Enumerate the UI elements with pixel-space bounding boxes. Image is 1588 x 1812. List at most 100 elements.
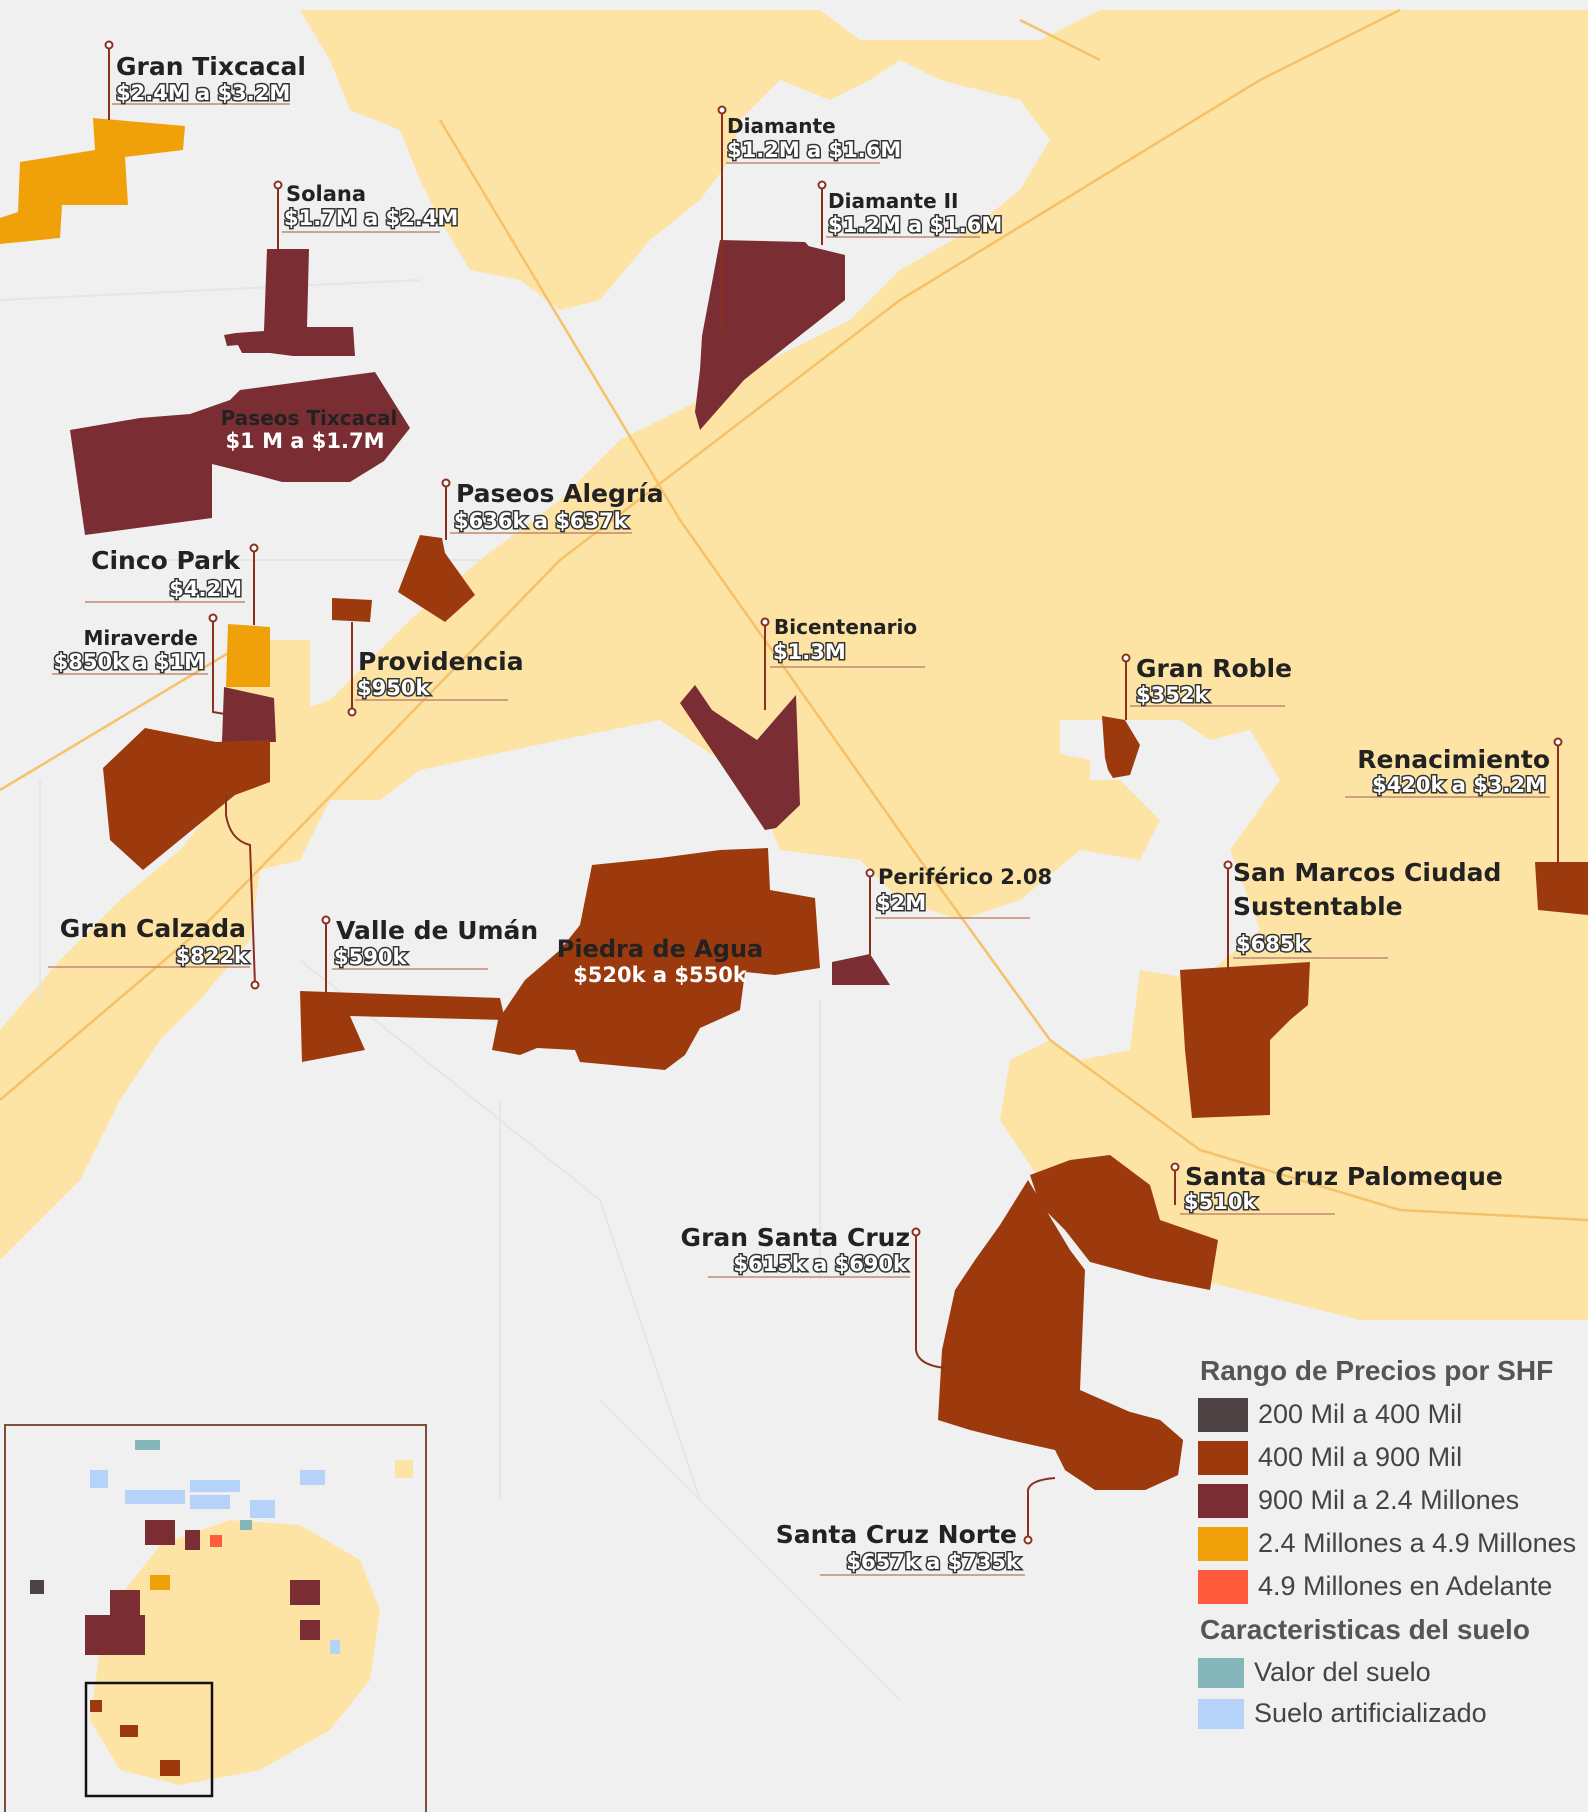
- polygon-santa-cruz-norte[interactable]: [1060, 1395, 1183, 1490]
- renacimiento-name: Renacimiento: [1357, 745, 1550, 774]
- polygon-miraverde[interactable]: [222, 687, 276, 742]
- polygon-valle-de-uman[interactable]: [300, 991, 505, 1062]
- inset-map[interactable]: [4, 1424, 427, 1812]
- label-gran-tixcacal: Gran Tixcacal $2.4M a $3.2M: [115, 52, 306, 107]
- label-cinco-park: Cinco Park $4.2M: [91, 546, 243, 603]
- gran-calzada-price: $822k: [176, 944, 249, 968]
- san-marcos-name: San Marcos Ciudad: [1233, 858, 1501, 887]
- paseos-alegria-name: Paseos Alegría: [456, 479, 664, 508]
- polygon-renacimiento[interactable]: [1535, 862, 1588, 915]
- legend-swatch: [1198, 1657, 1244, 1688]
- bicentenario-name: Bicentenario: [774, 615, 917, 639]
- label-providencia: Providencia $950k: [356, 647, 524, 702]
- paseos-tixcacal-price: $1 M a $1.7M: [226, 429, 385, 453]
- polygon-santa-cruz-palomeque[interactable]: [1030, 1155, 1218, 1290]
- gran-calzada-name: Gran Calzada: [60, 914, 246, 943]
- leader-lines: [104, 40, 1563, 1545]
- legend-title: Rango de Precios por SHF: [1200, 1355, 1554, 1386]
- gran-roble-price: $352k: [1136, 683, 1209, 707]
- diamante-ii-price: $1.2M a $1.6M: [828, 213, 1002, 237]
- san-marcos-price: $685k: [1236, 932, 1309, 956]
- santa-cruz-palomeque-price: $510k: [1184, 1190, 1257, 1214]
- legend-swatch: [1198, 1483, 1248, 1518]
- legend-label: Suelo artificializado: [1254, 1698, 1487, 1728]
- legend-item: 900 Mil a 2.4 Millones: [1198, 1479, 1578, 1522]
- legend-item: 400 Mil a 900 Mil: [1198, 1436, 1578, 1479]
- major-roads: [0, 8, 1588, 1222]
- legend-swatch: [1198, 1526, 1248, 1561]
- polygon-providencia[interactable]: [332, 598, 372, 622]
- santa-cruz-norte-price: $657k a $735k: [846, 1550, 1021, 1574]
- gran-tixcacal-price: $2.4M a $3.2M: [116, 81, 290, 105]
- polygon-paseos-tixcacal[interactable]: [70, 372, 410, 535]
- cinco-park-price: $4.2M: [169, 577, 242, 601]
- diamante-ii-name: Diamante II: [828, 189, 959, 213]
- solana-name: Solana: [286, 182, 366, 206]
- label-santa-cruz-norte: Santa Cruz Norte $657k a $735k: [776, 1520, 1023, 1576]
- providencia-price: $950k: [357, 676, 430, 700]
- polygon-gran-tixcacal[interactable]: [0, 118, 185, 244]
- legend-label: 400 Mil a 900 Mil: [1258, 1442, 1463, 1472]
- legend-label: 200 Mil a 400 Mil: [1258, 1399, 1463, 1429]
- miraverde-price: $850k a $1M: [54, 650, 205, 674]
- legend-swatch: [1198, 1698, 1244, 1729]
- label-diamante-ii: Diamante II $1.2M a $1.6M: [827, 189, 1004, 239]
- valle-de-uman-price: $590k: [334, 945, 407, 969]
- santa-cruz-norte-name: Santa Cruz Norte: [776, 1520, 1017, 1549]
- legend-item: 200 Mil a 400 Mil: [1198, 1393, 1578, 1436]
- polygon-bicentenario[interactable]: [680, 685, 800, 830]
- label-gran-roble: Gran Roble $352k: [1135, 654, 1293, 709]
- diamante-price: $1.2M a $1.6M: [727, 138, 901, 162]
- paseos-tixcacal-name: Paseos Tixcacal: [221, 406, 398, 430]
- gran-tixcacal-name: Gran Tixcacal: [116, 52, 306, 81]
- periferico-208-name: Periférico 2.08: [878, 865, 1052, 889]
- label-santa-cruz-palomeque: Santa Cruz Palomeque $510k: [1183, 1162, 1503, 1216]
- polygon-diamante-ii[interactable]: [800, 244, 845, 330]
- polygon-paseos-alegria[interactable]: [398, 535, 475, 622]
- polygon-solana[interactable]: [224, 249, 355, 356]
- label-gran-santa-cruz: Gran Santa Cruz $615k a $690k: [681, 1223, 910, 1278]
- valle-de-uman-name: Valle de Umán: [336, 916, 538, 945]
- gran-roble-name: Gran Roble: [1136, 654, 1292, 683]
- label-paseos-alegria: Paseos Alegría $636k a $637k: [453, 479, 664, 535]
- legend-item: 2.4 Millones a 4.9 Millones: [1198, 1522, 1578, 1565]
- inset-blocks: [30, 1440, 413, 1776]
- label-periferico-208: Periférico 2.08 $2M: [875, 865, 1053, 917]
- solana-price: $1.7M a $2.4M: [284, 206, 458, 230]
- polygon-gran-calzada[interactable]: [103, 728, 270, 870]
- label-solana: Solana $1.7M a $2.4M: [283, 182, 460, 232]
- gran-santa-cruz-price: $615k a $690k: [733, 1252, 908, 1276]
- inset-highlight-box: [84, 1681, 214, 1798]
- providencia-name: Providencia: [358, 647, 524, 676]
- cinco-park-name: Cinco Park: [91, 546, 241, 575]
- label-renacimiento: Renacimiento $420k a $3.2M: [1357, 745, 1550, 799]
- legend-swatch: [1198, 1397, 1248, 1432]
- periferico-208-price: $2M: [876, 891, 926, 915]
- legend-title-soil: Caracteristicas del suelo: [1200, 1614, 1530, 1645]
- polygon-gran-roble[interactable]: [1102, 716, 1140, 778]
- legend-swatch: [1198, 1440, 1248, 1475]
- santa-cruz-palomeque-name: Santa Cruz Palomeque: [1185, 1162, 1503, 1191]
- legend-label: Valor del suelo: [1254, 1657, 1431, 1687]
- polygon-piedra-de-agua[interactable]: [492, 848, 820, 1070]
- development-polygons: [0, 118, 1588, 1490]
- legend-label: 2.4 Millones a 4.9 Millones: [1258, 1528, 1577, 1558]
- legend: Rango de Precios por SHF 200 Mil a 400 M…: [1198, 1355, 1578, 1734]
- paseos-alegria-price: $636k a $637k: [454, 509, 629, 533]
- legend-label: 4.9 Millones en Adelante: [1258, 1571, 1553, 1601]
- polygon-cinco-park[interactable]: [226, 624, 270, 687]
- polygon-periferico-208[interactable]: [832, 954, 890, 985]
- legend-swatch: [1198, 1569, 1248, 1604]
- polygon-san-marcos[interactable]: [1180, 962, 1310, 1118]
- label-gran-calzada: Gran Calzada $822k: [60, 914, 251, 970]
- label-bicentenario: Bicentenario $1.3M: [772, 615, 918, 666]
- label-diamante: Diamante $1.2M a $1.6M: [726, 114, 903, 164]
- bicentenario-price: $1.3M: [773, 640, 846, 664]
- renacimiento-price: $420k a $3.2M: [1372, 773, 1546, 797]
- gran-santa-cruz-name: Gran Santa Cruz: [681, 1223, 910, 1252]
- legend-item: Suelo artificializado: [1198, 1693, 1578, 1734]
- label-valle-de-uman: Valle de Umán $590k: [333, 916, 539, 971]
- label-miraverde: Miraverde $850k a $1M: [52, 626, 206, 676]
- label-piedra-de-agua: Piedra de Agua $520k a $550k: [557, 935, 764, 987]
